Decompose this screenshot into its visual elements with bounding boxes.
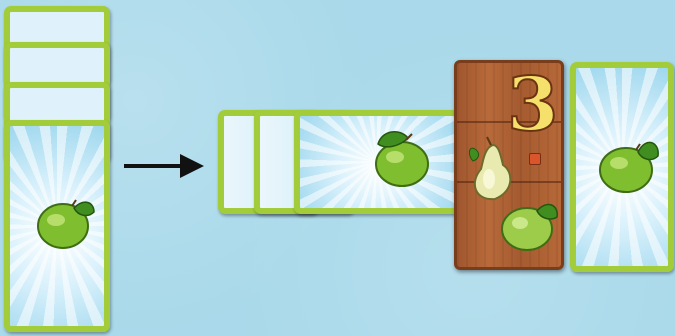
lime-icon <box>599 141 659 193</box>
middle-row-card-lime[interactable] <box>294 110 460 214</box>
right-card-lime[interactable] <box>570 62 674 272</box>
arrow-right-icon <box>124 154 204 178</box>
lime-icon <box>37 199 95 249</box>
lime-icon <box>375 131 429 187</box>
left-stack-card-lime[interactable] <box>4 120 110 332</box>
wood-card-badge-icon <box>529 153 541 165</box>
wood-card-number: 3 <box>506 62 559 148</box>
wood-card[interactable]: 3 <box>454 60 564 270</box>
lime-icon <box>501 203 558 251</box>
wood-plank-line <box>457 121 561 123</box>
pear-icon <box>468 136 512 201</box>
